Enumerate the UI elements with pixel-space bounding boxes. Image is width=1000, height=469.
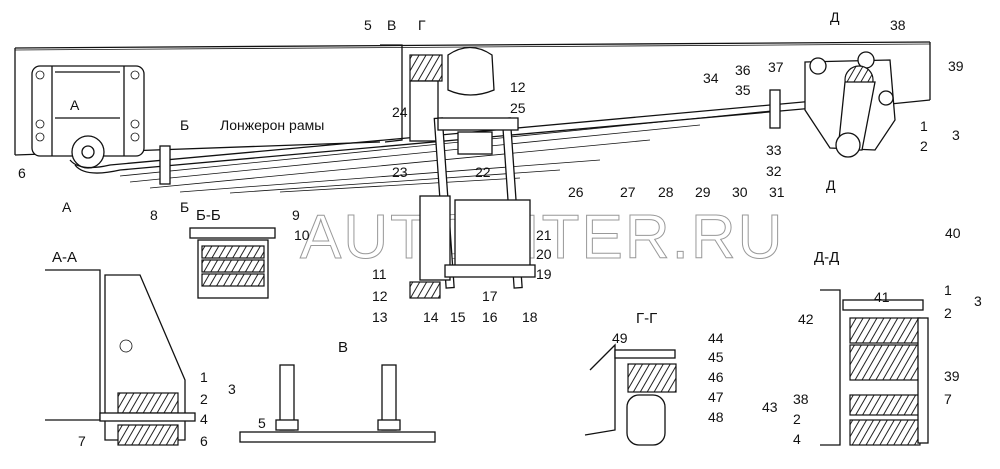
callout: 6 <box>200 433 208 449</box>
callout: 1 <box>200 369 208 385</box>
callout: 40 <box>945 225 961 241</box>
frame-rail-label: Лонжерон рамы <box>220 117 324 133</box>
callout: 28 <box>658 184 674 200</box>
section-mark-d: Д <box>826 177 836 193</box>
rear-bracket <box>804 51 896 158</box>
leaf-spring <box>69 89 881 194</box>
callout: 18 <box>522 309 538 325</box>
callout: 31 <box>769 184 785 200</box>
section-aa-drawing <box>45 269 196 446</box>
callout: 23 <box>392 164 408 180</box>
callout: 47 <box>708 389 724 405</box>
callout: 38 <box>890 17 906 33</box>
callout: 17 <box>482 288 498 304</box>
callout: 4 <box>793 431 801 447</box>
callout: 9 <box>292 207 300 223</box>
callout: 2 <box>944 305 952 321</box>
callout: 16 <box>482 309 498 325</box>
section-gg-labels: Г-Г 44 45 46 47 48 49 <box>612 310 724 425</box>
callout: 34 <box>703 70 719 86</box>
view-v-title: В <box>338 339 348 356</box>
callout: 26 <box>568 184 584 200</box>
section-mark-g: Г <box>418 17 426 33</box>
callout: 2 <box>200 391 208 407</box>
section-bb-drawing <box>189 227 276 299</box>
callout: 43 <box>762 399 778 415</box>
callout: 30 <box>732 184 748 200</box>
callout: 22 <box>475 164 491 180</box>
callout: 10 <box>294 227 310 243</box>
section-bb-labels: Б-Б 8 9 10 <box>150 207 310 243</box>
callout: 46 <box>708 369 724 385</box>
callout: 27 <box>620 184 636 200</box>
section-gg-title: Г-Г <box>636 310 657 327</box>
callout: 8 <box>150 207 158 223</box>
section-bb-title: Б-Б <box>196 207 221 224</box>
callout: 39 <box>944 368 960 384</box>
callout: 42 <box>798 311 814 327</box>
view-v-labels: В 5 <box>258 339 348 431</box>
callout: 48 <box>708 409 724 425</box>
section-mark-a: А <box>62 199 72 215</box>
watermark: AUTOPITER.RU <box>300 203 784 272</box>
front-bracket <box>31 65 145 169</box>
section-mark-d: Д <box>830 9 840 25</box>
callout: 2 <box>793 411 801 427</box>
callout: 24 <box>392 104 408 120</box>
section-gg-drawing <box>584 343 677 446</box>
callout: 3 <box>952 127 960 143</box>
callout: 11 <box>372 266 387 282</box>
callout: 38 <box>793 391 809 407</box>
callout: 1 <box>920 118 928 134</box>
callout: 3 <box>228 381 236 397</box>
section-dd-title: Д-Д <box>814 249 839 266</box>
callout: 12 <box>510 79 526 95</box>
callout: 4 <box>200 411 208 427</box>
section-dd-drawing <box>820 289 929 446</box>
section-mark-b: Б <box>180 199 189 215</box>
center-assembly <box>380 44 536 299</box>
callout: 36 <box>735 62 751 78</box>
section-dd-labels: Д-Д 1 2 3 41 42 39 38 2 7 43 4 <box>762 249 982 447</box>
callout: 49 <box>612 330 628 346</box>
callout: 45 <box>708 349 724 365</box>
view-mark-v: В <box>387 17 396 33</box>
callout: 37 <box>768 59 784 75</box>
callout: 32 <box>766 163 782 179</box>
callout: 3 <box>974 293 982 309</box>
view-v-drawing <box>239 364 436 443</box>
callout: 41 <box>874 289 890 305</box>
callout: 29 <box>695 184 711 200</box>
callout: 15 <box>450 309 466 325</box>
callout: 33 <box>766 142 782 158</box>
callout: 25 <box>510 100 526 116</box>
section-aa-labels: А-А 1 2 3 4 6 7 <box>52 249 236 449</box>
callout: 13 <box>372 309 388 325</box>
callout: 44 <box>708 330 724 346</box>
callout: 20 <box>536 246 552 262</box>
callout: 21 <box>536 227 552 243</box>
callout: 19 <box>536 266 552 282</box>
callout: 2 <box>920 138 928 154</box>
callout: 7 <box>944 391 952 407</box>
main-view-labels: Лонжерон рамы А А Б Б В Г Д Д 1 2 3 5 6 … <box>18 9 964 325</box>
section-mark-a: А <box>70 97 80 113</box>
callout: 14 <box>423 309 439 325</box>
callout: 39 <box>948 58 964 74</box>
callout: 1 <box>944 282 952 298</box>
section-mark-b: Б <box>180 117 189 133</box>
callout: 5 <box>364 17 372 33</box>
callout: 12 <box>372 288 388 304</box>
section-aa-title: А-А <box>52 249 77 266</box>
callout: 7 <box>78 433 86 449</box>
callout: 5 <box>258 415 266 431</box>
callout: 6 <box>18 165 26 181</box>
callout: 35 <box>735 82 751 98</box>
